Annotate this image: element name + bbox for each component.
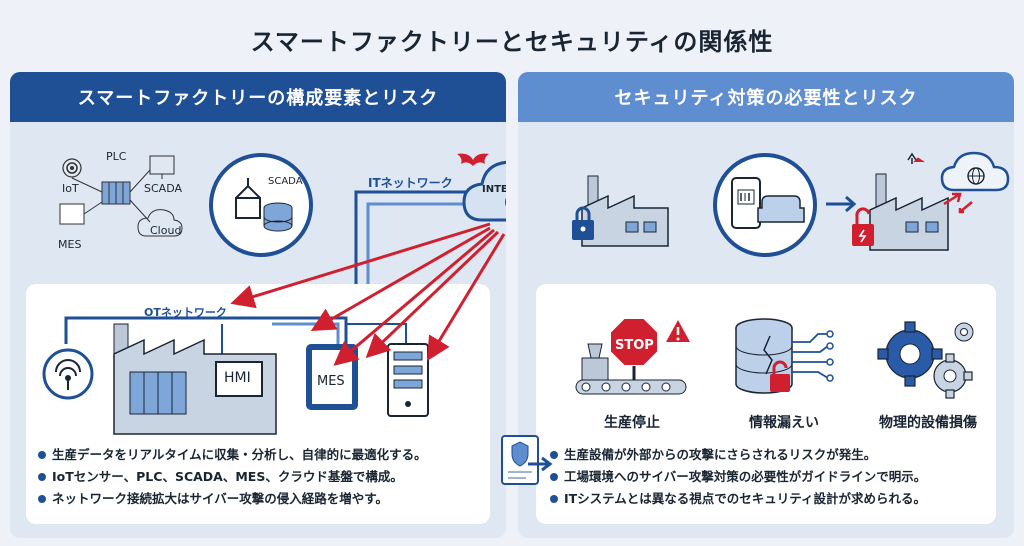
attack-arrows: [230, 222, 506, 366]
risk-label-equipment-damage: 物理的設備損傷: [879, 415, 977, 431]
component-cluster-icon: [59, 155, 183, 237]
ot-network-diagram: [42, 316, 429, 435]
broken-gears-icon: [877, 321, 974, 399]
risk-card: STOP: [536, 284, 996, 524]
right-panel-header: セキュリティ対策の必要性とリスク: [518, 72, 1014, 122]
mes-label: MES: [58, 238, 82, 251]
right-bullet-list: 生産設備が外部からの攻撃にさらされるリスクが発生。 工場環境へのサイバー攻撃対策…: [550, 444, 1000, 510]
scada-label: SCADA: [144, 182, 182, 195]
right-panel: セキュリティ対策の必要性とリスク: [518, 72, 1014, 538]
arrow-right-icon: [826, 195, 857, 213]
bullet-item: 生産データをリアルタイムに収集・分析し、自律的に最適化する。: [38, 444, 488, 466]
cloud-label: Cloud: [150, 224, 182, 237]
left-panel: スマートファクトリーの構成要素とリスク PLC IoT SCADA MES Cl…: [10, 72, 506, 538]
internet-label: INTERNET: [482, 184, 506, 195]
iot-label: IoT: [62, 182, 79, 195]
bullet-item: 工場環境へのサイバー攻撃対策の必要性がガイドラインで明示。: [550, 466, 1000, 488]
bullet-item: IoTセンサー、PLC、SCADA、MES、クラウド基盤で構成。: [38, 466, 488, 488]
hmi-label: HMI: [224, 370, 251, 386]
bullet-item: ITシステムとは異なる視点でのセキュリティ設計が求められる。: [550, 488, 1000, 510]
database-leak-icon: [735, 318, 834, 394]
production-stop-icon: [575, 317, 690, 395]
page-title: スマートファクトリーとセキュリティの関係性: [250, 28, 774, 56]
risk-label-info-leak: 情報漏えい: [749, 415, 819, 431]
scada-circle-label: SCADA: [268, 176, 303, 187]
bat-threat-icon: [457, 153, 489, 166]
mes-device-label: MES: [317, 374, 345, 389]
left-panel-header: スマートファクトリーの構成要素とリスク: [10, 72, 506, 122]
factory-card: OTネットワーク HMI MES 生産データをリアルタイムに収集・分析し、自律的…: [26, 284, 490, 524]
left-bullet-list: 生産データをリアルタイムに収集・分析し、自律的に最適化する。 IoTセンサー、P…: [38, 444, 488, 510]
it-network-lines: [354, 190, 470, 322]
internet-cloud-icon: [462, 160, 506, 222]
it-network-label: ITネットワーク: [368, 176, 453, 190]
locked-factory-icon: [572, 175, 669, 247]
device-circle-icon: [713, 153, 817, 257]
scada-circle-icon: [209, 153, 313, 257]
risk-label-production-stop: 生産停止: [604, 415, 660, 431]
ot-network-label: OTネットワーク: [144, 306, 227, 319]
plc-label: PLC: [106, 150, 127, 163]
guideline-document-icon: [501, 435, 553, 485]
stop-sign-text: STOP: [615, 338, 654, 353]
bullet-item: 生産設備が外部からの攻撃にさらされるリスクが発生。: [550, 444, 1000, 466]
bullet-item: ネットワーク接続拡大はサイバー攻撃の侵入経路を増やす。: [38, 488, 488, 510]
attacked-factory-icon: [852, 151, 1010, 251]
